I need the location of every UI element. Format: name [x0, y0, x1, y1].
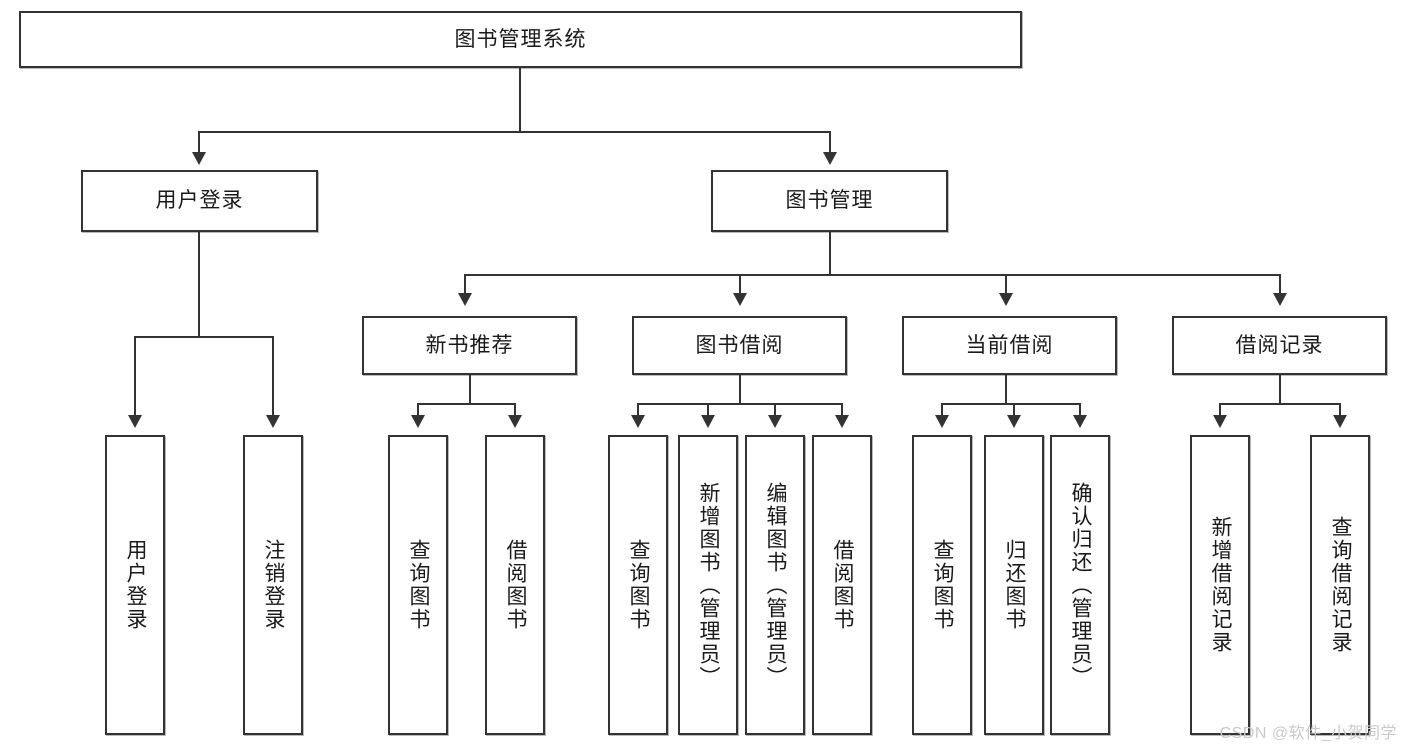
connector-book-to-new	[464, 274, 466, 297]
connector-user-stem	[198, 232, 200, 336]
node-label: 新书推荐	[425, 333, 514, 357]
connector-record-stem	[1279, 375, 1281, 403]
arrow-record-to-e1	[1213, 415, 1227, 428]
arrow-borrow-to-c4	[835, 415, 849, 428]
node-label: 查询图书	[931, 539, 954, 631]
connector-borrow-stem	[739, 375, 741, 403]
node-user-login[interactable]: 用户登录	[81, 170, 318, 232]
connector-user-to-a1	[134, 336, 136, 419]
connector-user-to-a2	[272, 336, 274, 419]
node-leaf-query-book-current[interactable]: 查询图书	[912, 435, 972, 735]
node-book-borrow[interactable]: 图书借阅	[632, 316, 847, 375]
node-current-borrow[interactable]: 当前借阅	[902, 316, 1117, 375]
node-leaf-borrow-book-new[interactable]: 借阅图书	[485, 435, 545, 735]
arrow-book-to-borrow	[733, 293, 747, 306]
arrow-current-to-d1	[935, 415, 949, 428]
connector-book-to-current	[1005, 274, 1007, 297]
node-leaf-logout[interactable]: 注销登录	[243, 435, 303, 735]
connector-root-bus	[198, 131, 831, 133]
node-leaf-confirm-return-admin[interactable]: 确认归还（管理员）	[1050, 435, 1110, 735]
arrow-new-to-b1	[411, 415, 425, 428]
node-label: 查询图书	[627, 539, 650, 631]
arrow-borrow-to-c2	[701, 415, 715, 428]
node-leaf-user-login[interactable]: 用户登录	[105, 435, 165, 735]
connector-user-bus	[134, 336, 273, 338]
arrow-borrow-to-c3	[768, 415, 782, 428]
connector-borrow-to-c3	[774, 403, 776, 419]
node-leaf-return-book[interactable]: 归还图书	[984, 435, 1044, 735]
node-book-management[interactable]: 图书管理	[711, 170, 948, 232]
node-leaf-query-book-new[interactable]: 查询图书	[388, 435, 448, 735]
connector-current-to-d1	[941, 403, 943, 419]
node-label: 用户登录	[155, 189, 244, 213]
node-label: 借阅图书	[831, 539, 854, 631]
node-label: 归还图书	[1003, 539, 1026, 631]
connector-borrow-to-c1	[637, 403, 639, 419]
connector-root-stem	[519, 68, 521, 131]
node-label: 图书借阅	[695, 333, 784, 357]
connector-current-to-d2	[1013, 403, 1015, 419]
arrow-user-to-a1	[128, 415, 142, 428]
connector-current-bus	[941, 403, 1080, 405]
connector-book-to-record	[1279, 274, 1281, 297]
connector-book-bus	[464, 274, 1280, 276]
node-root-system[interactable]: 图书管理系统	[19, 11, 1022, 68]
node-label: 确认归还（管理员）	[1069, 481, 1092, 689]
connector-new-bus	[417, 403, 516, 405]
arrow-book-to-record	[1273, 293, 1287, 306]
arrow-current-to-d3	[1073, 415, 1087, 428]
node-label: 注销登录	[262, 539, 285, 631]
node-leaf-add-borrow-record[interactable]: 新增借阅记录	[1190, 435, 1250, 735]
node-leaf-edit-book-admin[interactable]: 编辑图书（管理员）	[745, 435, 805, 735]
connector-current-to-d3	[1079, 403, 1081, 419]
arrow-user-to-a2	[266, 415, 280, 428]
node-label: 编辑图书（管理员）	[764, 481, 787, 689]
node-label: 用户登录	[124, 539, 147, 631]
arrow-root-to-book	[823, 152, 837, 165]
connector-root-to-user	[198, 131, 200, 156]
node-leaf-borrow-book[interactable]: 借阅图书	[812, 435, 872, 735]
node-label: 新增借阅记录	[1209, 516, 1232, 654]
node-label: 图书管理	[785, 189, 874, 213]
connector-new-stem	[469, 375, 471, 403]
arrow-borrow-to-c1	[631, 415, 645, 428]
node-new-book-recommend[interactable]: 新书推荐	[362, 316, 577, 375]
node-leaf-query-book-borrow[interactable]: 查询图书	[608, 435, 668, 735]
arrow-root-to-user	[192, 152, 206, 165]
connector-new-to-b1	[417, 403, 419, 419]
connector-borrow-bus	[637, 403, 842, 405]
node-label: 新增图书（管理员）	[697, 481, 720, 689]
connector-book-to-borrow	[739, 274, 741, 297]
node-label: 借阅记录	[1235, 333, 1324, 357]
arrow-new-to-b2	[508, 415, 522, 428]
connector-record-bus	[1219, 403, 1340, 405]
arrow-current-to-d2	[1007, 415, 1021, 428]
node-label: 当前借阅	[965, 333, 1054, 357]
connector-new-to-b2	[514, 403, 516, 419]
arrow-book-to-current	[999, 293, 1013, 306]
node-label: 图书管理系统	[454, 27, 587, 51]
node-label: 借阅图书	[504, 539, 527, 631]
connector-root-to-book	[829, 131, 831, 156]
node-label: 查询借阅记录	[1329, 516, 1352, 654]
node-leaf-add-book-admin[interactable]: 新增图书（管理员）	[678, 435, 738, 735]
node-leaf-query-borrow-record[interactable]: 查询借阅记录	[1310, 435, 1370, 735]
connector-borrow-to-c2	[707, 403, 709, 419]
node-label: 查询图书	[407, 539, 430, 631]
connector-book-stem	[829, 232, 831, 274]
connector-borrow-to-c4	[841, 403, 843, 419]
arrow-book-to-new	[458, 293, 472, 306]
connector-record-to-e2	[1339, 403, 1341, 419]
node-borrow-record[interactable]: 借阅记录	[1172, 316, 1387, 375]
connector-current-stem	[1005, 375, 1007, 403]
connector-record-to-e1	[1219, 403, 1221, 419]
arrow-record-to-e2	[1333, 415, 1347, 428]
